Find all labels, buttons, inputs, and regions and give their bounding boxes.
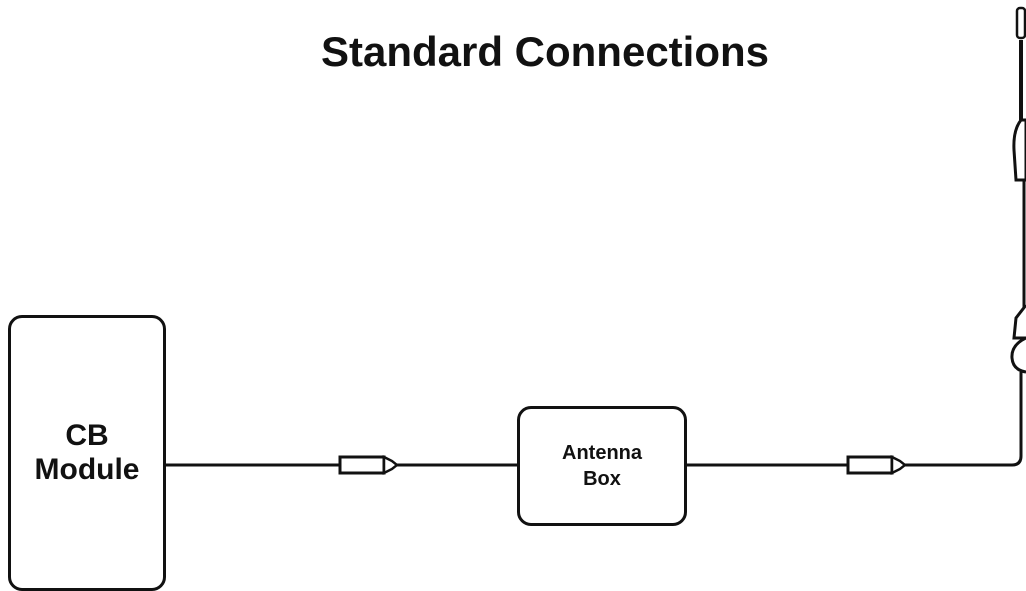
diagram-title: Standard Connections [320,28,770,75]
cable-connector-1 [338,454,400,476]
connection-diagram [163,6,1026,476]
cb-module-label-line1: CB [65,419,109,452]
cb-module-box: CB Module [8,315,166,591]
antenna-icon [1010,6,1026,382]
cable-connector-2 [846,454,908,476]
cable-connector-to-antenna [905,380,1023,467]
antenna-box: Antenna Box [517,406,687,526]
cb-module-label-line2: Module [34,453,140,486]
antenna-box-label-line1: Antenna [562,442,642,464]
antenna-box-label-line2: Box [583,468,621,490]
